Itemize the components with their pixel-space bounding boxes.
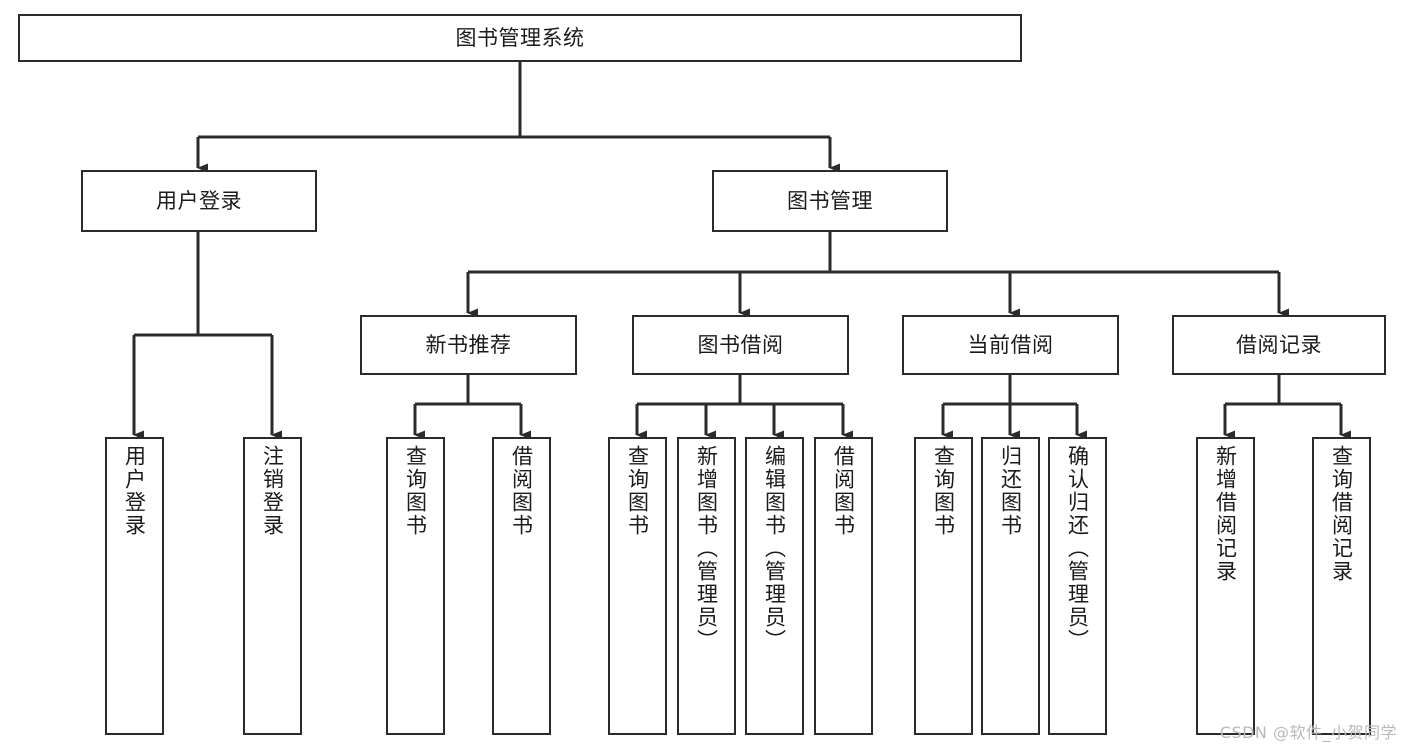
csdn-watermark: CSDN @软件_小贺同学: [1219, 723, 1397, 742]
node-label: 注销登录: [260, 445, 285, 537]
node-new-book-recommend[interactable]: 新书推荐: [360, 315, 577, 375]
node-book-borrow[interactable]: 图书借阅: [632, 315, 849, 375]
leaf-book-borrow-add-book-admin[interactable]: 新增图书（管理员）: [677, 437, 736, 735]
node-label: 用户登录: [122, 445, 147, 537]
node-label: 借阅记录: [1236, 332, 1322, 357]
leaf-new-book-borrow-book[interactable]: 借阅图书: [492, 437, 551, 735]
node-label: 图书借阅: [697, 332, 784, 357]
node-label: 用户登录: [156, 188, 242, 213]
node-label: 图书管理系统: [455, 25, 585, 50]
node-root-book-management-system[interactable]: 图书管理系统: [18, 14, 1022, 62]
leaf-current-borrow-query-book[interactable]: 查询图书: [914, 437, 973, 735]
node-label: 借阅图书: [831, 445, 856, 537]
node-user-login[interactable]: 用户登录: [81, 170, 317, 232]
leaf-new-book-query-book[interactable]: 查询图书: [386, 437, 445, 735]
leaf-book-borrow-query-book[interactable]: 查询图书: [608, 437, 667, 735]
node-label: 归还图书: [998, 445, 1023, 537]
node-book-management[interactable]: 图书管理: [712, 170, 948, 232]
node-borrow-record[interactable]: 借阅记录: [1172, 315, 1386, 375]
leaf-book-borrow-edit-book-admin[interactable]: 编辑图书（管理员）: [745, 437, 804, 735]
node-label: 查询借阅记录: [1329, 445, 1354, 583]
node-label: 编辑图书（管理员）: [762, 445, 787, 652]
node-label: 新增借阅记录: [1213, 445, 1238, 583]
leaf-user-login-login[interactable]: 用户登录: [105, 437, 164, 735]
leaf-borrow-record-query-record[interactable]: 查询借阅记录: [1312, 437, 1371, 735]
leaf-book-borrow-borrow-book[interactable]: 借阅图书: [814, 437, 873, 735]
leaf-borrow-record-add-record[interactable]: 新增借阅记录: [1196, 437, 1255, 735]
node-label: 图书管理: [787, 188, 873, 213]
node-label: 确认归还（管理员）: [1065, 445, 1090, 652]
node-label: 借阅图书: [509, 445, 534, 537]
node-label: 查询图书: [625, 445, 650, 537]
leaf-current-borrow-confirm-return-admin[interactable]: 确认归还（管理员）: [1048, 437, 1107, 735]
node-label: 查询图书: [931, 445, 956, 537]
leaf-user-login-logout[interactable]: 注销登录: [243, 437, 302, 735]
node-label: 当前借阅: [967, 332, 1054, 357]
node-current-borrow[interactable]: 当前借阅: [902, 315, 1119, 375]
node-label: 查询图书: [403, 445, 428, 537]
leaf-current-borrow-return-book[interactable]: 归还图书: [981, 437, 1040, 735]
node-label: 新增图书（管理员）: [694, 445, 719, 652]
node-label: 新书推荐: [425, 332, 512, 357]
